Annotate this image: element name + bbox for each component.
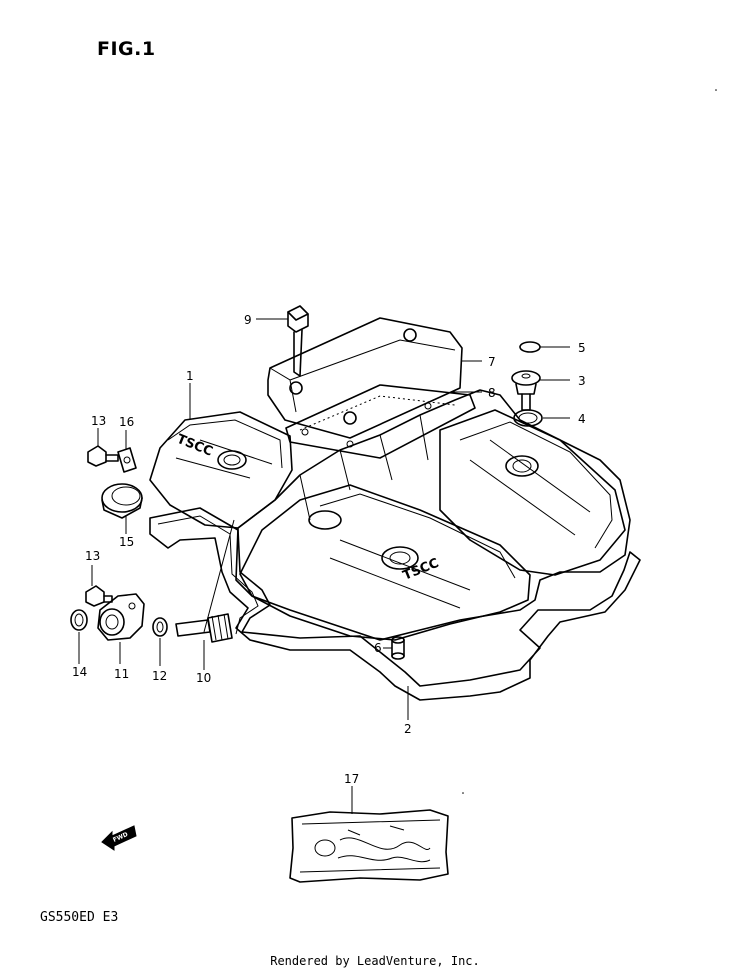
scan-dot (462, 792, 464, 794)
callout-17: 17 (344, 772, 359, 786)
forward-direction-arrow: FWD (101, 825, 137, 851)
breather-cover-gasket (285, 384, 476, 459)
scan-dot (715, 89, 717, 91)
callout-numbers: 9 7 8 5 3 4 1 6 2 13 16 15 13 14 11 12 1… (72, 313, 586, 786)
cylinder-head-cover: TSCC TSCC (149, 389, 631, 641)
bolt-13-lower (85, 585, 113, 607)
callout-15: 15 (119, 535, 134, 549)
callout-10: 10 (196, 671, 211, 685)
gasket-set-17 (289, 809, 449, 883)
leader-lines (78, 318, 570, 814)
callout-3: 3 (578, 374, 586, 388)
breather-cover-bolt (287, 305, 309, 377)
callout-6: 6 (374, 641, 382, 655)
oil-plug-15 (101, 483, 143, 519)
o-ring-12 (152, 617, 168, 637)
figure-title: FIG.1 (97, 38, 156, 60)
callout-2: 2 (404, 722, 412, 736)
gasket-washer-4 (513, 409, 543, 427)
callout-12: 12 (152, 669, 167, 683)
footer-credit: Rendered by LeadVenture, Inc. (270, 954, 480, 968)
model-code: GS550ED E3 (40, 910, 119, 925)
callout-4: 4 (578, 412, 586, 426)
callout-13-lower: 13 (85, 549, 100, 563)
callout-9: 9 (244, 313, 252, 327)
cover-logo-front: TSCC (401, 556, 441, 584)
callout-16: 16 (119, 415, 134, 429)
callout-14: 14 (72, 665, 87, 679)
cylinder-head-cover-gasket (149, 507, 641, 701)
callout-8: 8 (488, 386, 496, 400)
breather-cover (267, 317, 463, 439)
cover-logo-left: TSCC (175, 432, 215, 460)
callout-7: 7 (488, 355, 496, 369)
cover-bolt-3 (511, 370, 541, 411)
callout-11: 11 (114, 667, 129, 681)
gear-shaft-10 (175, 613, 233, 643)
callout-1: 1 (186, 369, 194, 383)
oil-seal-14 (70, 609, 88, 631)
housing-11 (97, 593, 145, 641)
clamp-16 (117, 447, 137, 473)
cap (519, 341, 541, 353)
callout-13-upper: 13 (91, 414, 106, 428)
bolt-13-upper (87, 445, 119, 467)
callout-5: 5 (578, 341, 586, 355)
